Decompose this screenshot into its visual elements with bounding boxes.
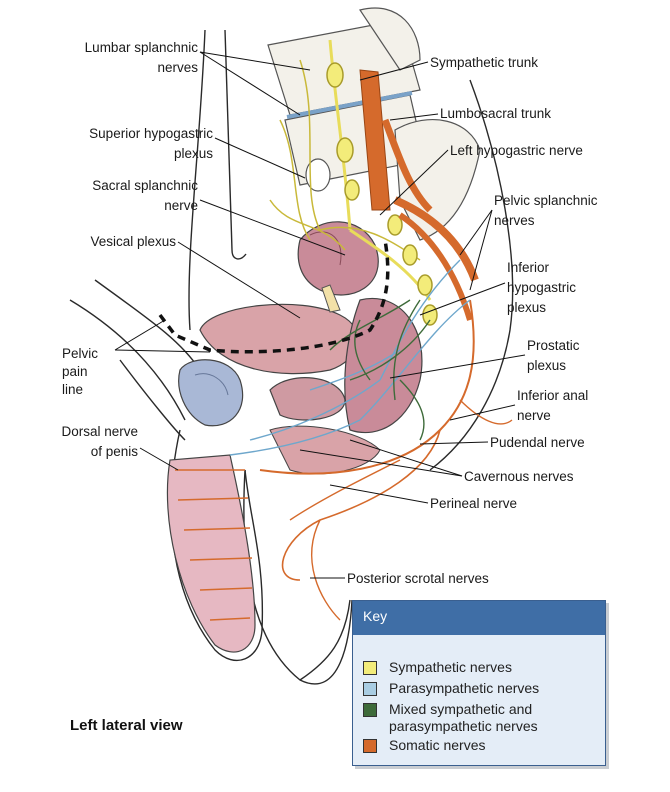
key-swatch-somatic [363,739,377,753]
key-title: Key [353,601,605,635]
label-inferior-hypogastric-1: Inferior [507,260,550,275]
key-label-somatic: Somatic nerves [389,737,486,753]
label-inferior-anal-1: Inferior anal [517,388,588,403]
label-prostatic-plexus-1: Prostatic [527,338,580,353]
key-item-somatic: Somatic nerves [363,737,605,754]
key-label-mixed-line2: parasympathetic nerves [389,718,538,734]
label-superior-hypogastric-1: Superior hypogastric [89,126,213,141]
label-lumbar-splanchnic-2: nerves [157,60,198,75]
label-sacral-splanchnic-1: Sacral splanchnic [92,178,198,193]
key-swatch-mixed [363,703,377,717]
key-label-sympathetic: Sympathetic nerves [389,659,512,675]
label-pudendal: Pudendal nerve [490,435,585,450]
label-inferior-hypogastric-3: plexus [507,300,546,315]
label-pelvic-pain-line-3: line [62,382,83,397]
label-inferior-hypogastric-2: hypogastric [507,280,576,295]
label-pelvic-pain-line-1: Pelvic [62,346,98,361]
label-pelvic-splanchnic-1: Pelvic splanchnic [494,193,598,208]
label-lumbar-splanchnic-1: Lumbar splanchnic [85,40,199,55]
labels: Lumbar splanchnic nerves Superior hypoga… [61,40,597,734]
key-swatch-parasympathetic [363,682,377,696]
label-perineal: Perineal nerve [430,496,517,511]
label-posterior-scrotal: Posterior scrotal nerves [347,571,489,586]
label-superior-hypogastric-2: plexus [174,146,213,161]
leader-lines [114,51,526,579]
key-item-parasympathetic: Parasympathetic nerves [363,680,605,697]
key-label-parasympathetic: Parasympathetic nerves [389,680,540,696]
mixed-nerves [329,299,431,441]
label-dorsal-nerve-1: Dorsal nerve [61,424,138,439]
pelvic-pain-line [158,239,390,354]
label-sympathetic-trunk: Sympathetic trunk [430,55,538,70]
key-item-mixed: Mixed sympathetic and parasympathetic ne… [363,701,605,735]
label-vesical-plexus: Vesical plexus [90,234,176,249]
vertebral-column [231,7,481,260]
label-left-hypogastric: Left hypogastric nerve [450,143,583,158]
key-label-mixed-line1: Mixed sympathetic and [389,701,533,717]
sympathetic-nerves [269,39,438,326]
pelvic-organs [166,221,423,653]
label-prostatic-plexus-2: plexus [527,358,566,373]
key-item-sympathetic: Sympathetic nerves [363,659,605,676]
label-pelvic-splanchnic-2: nerves [494,213,535,228]
key-label-mixed: Mixed sympathetic and parasympathetic ne… [389,701,538,735]
key-legend: Key Sympathetic nerves Parasympathetic n… [352,600,606,766]
label-pelvic-pain-line-2: pain [62,364,88,379]
view-caption: Left lateral view [70,717,183,734]
parasympathetic-nerves [229,259,471,456]
label-lumbosacral-trunk: Lumbosacral trunk [440,106,551,121]
label-cavernous: Cavernous nerves [464,469,574,484]
label-sacral-splanchnic-2: nerve [164,198,198,213]
label-dorsal-nerve-2: of penis [91,444,139,459]
label-inferior-anal-2: nerve [517,408,551,423]
key-swatch-sympathetic [363,661,377,675]
